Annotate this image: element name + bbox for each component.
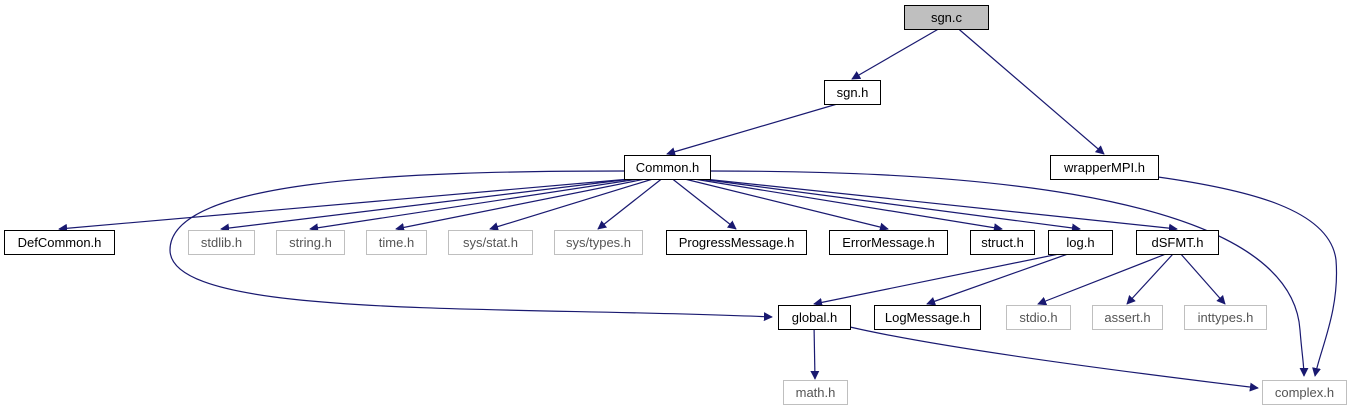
node-stdio-h[interactable]: stdio.h bbox=[1006, 305, 1071, 330]
node-box bbox=[1184, 305, 1267, 330]
node-box bbox=[554, 230, 643, 255]
node-math-h[interactable]: math.h bbox=[783, 380, 848, 405]
edge-common_h-to-struct_h bbox=[693, 178, 1003, 233]
node-box bbox=[824, 80, 881, 105]
node-defcommon-h[interactable]: DefCommon.h bbox=[4, 230, 115, 255]
node-box bbox=[1006, 305, 1071, 330]
node-dsfmt-h[interactable]: dSFMT.h bbox=[1136, 230, 1219, 255]
node-box bbox=[624, 155, 711, 180]
edge-dsfmt_h-to-stdio_h bbox=[1037, 253, 1167, 306]
edge-dsfmt_h-to-inttypes_h bbox=[1180, 253, 1226, 305]
edge-common_h-to-defcommon_h bbox=[58, 178, 631, 233]
edge-common_h-to-dsfmt_h bbox=[703, 178, 1178, 233]
node-box bbox=[874, 305, 981, 330]
node-progress-h[interactable]: ProgressMessage.h bbox=[666, 230, 807, 255]
node-box bbox=[1048, 230, 1113, 255]
node-sys-stat-h[interactable]: sys/stat.h bbox=[448, 230, 533, 255]
node-label: string.h bbox=[289, 235, 332, 250]
node-struct-h[interactable]: struct.h bbox=[970, 230, 1035, 255]
node-sgn-h[interactable]: sgn.h bbox=[824, 80, 881, 105]
node-box bbox=[666, 230, 807, 255]
node-label: LogMessage.h bbox=[885, 310, 970, 325]
edge-common_h-to-global_h bbox=[169, 170, 773, 322]
node-box bbox=[4, 230, 115, 255]
node-label: sgn.h bbox=[837, 85, 869, 100]
node-box bbox=[1136, 230, 1219, 255]
node-label: stdlib.h bbox=[201, 235, 242, 250]
edge-common_h-to-complex_h bbox=[709, 170, 1309, 377]
node-box bbox=[366, 230, 427, 255]
edge-log_h-to-logmessage_h bbox=[926, 253, 1068, 306]
node-box bbox=[276, 230, 345, 255]
node-box bbox=[1262, 380, 1347, 405]
node-box bbox=[448, 230, 533, 255]
node-stdlib-h[interactable]: stdlib.h bbox=[188, 230, 255, 255]
node-label: complex.h bbox=[1275, 385, 1334, 400]
node-label: dSFMT.h bbox=[1151, 235, 1203, 250]
node-sgn-c[interactable]: sgn.c bbox=[904, 5, 989, 30]
node-complex-h[interactable]: complex.h bbox=[1262, 380, 1347, 405]
edge-common_h-to-progress_h bbox=[672, 178, 737, 230]
node-label: sys/stat.h bbox=[463, 235, 518, 250]
node-label: struct.h bbox=[981, 235, 1024, 250]
edge-dsfmt_h-to-assert_h bbox=[1126, 253, 1174, 305]
node-box bbox=[778, 305, 851, 330]
node-string-h[interactable]: string.h bbox=[276, 230, 345, 255]
edge-sgn_c-to-sgn_h bbox=[851, 28, 939, 80]
node-box bbox=[783, 380, 848, 405]
node-label: inttypes.h bbox=[1198, 310, 1254, 325]
node-label: time.h bbox=[379, 235, 414, 250]
node-label: sys/types.h bbox=[566, 235, 631, 250]
edge-common_h-to-string_h bbox=[309, 178, 639, 233]
node-logmessage-h[interactable]: LogMessage.h bbox=[874, 305, 981, 330]
node-box bbox=[829, 230, 948, 255]
edge-common_h-to-sys_types_h bbox=[597, 178, 662, 230]
node-label: DefCommon.h bbox=[18, 235, 102, 250]
node-box bbox=[970, 230, 1035, 255]
node-label: sgn.c bbox=[931, 10, 963, 25]
node-box bbox=[1050, 155, 1159, 180]
edge-global_h-to-math_h bbox=[810, 328, 820, 380]
edge-wrappermpi_h-to-complex_h bbox=[1157, 176, 1338, 377]
node-label: math.h bbox=[796, 385, 836, 400]
edge-common_h-to-time_h bbox=[395, 178, 646, 232]
node-log-h[interactable]: log.h bbox=[1048, 230, 1113, 255]
node-label: ErrorMessage.h bbox=[842, 235, 934, 250]
node-label: log.h bbox=[1066, 235, 1094, 250]
node-label: ProgressMessage.h bbox=[679, 235, 795, 250]
edge-global_h-to-complex_h bbox=[849, 326, 1259, 392]
node-label: stdio.h bbox=[1019, 310, 1057, 325]
node-global-h[interactable]: global.h bbox=[778, 305, 851, 330]
edge-common_h-to-log_h bbox=[699, 178, 1081, 233]
edge-sgn_h-to-common_h bbox=[666, 103, 838, 157]
node-label: assert.h bbox=[1104, 310, 1150, 325]
node-assert-h[interactable]: assert.h bbox=[1092, 305, 1163, 330]
edge-sgn_c-to-wrappermpi_h bbox=[958, 28, 1105, 155]
edge-common_h-to-stdlib_h bbox=[220, 178, 632, 233]
node-sys-types-h[interactable]: sys/types.h bbox=[554, 230, 643, 255]
node-box bbox=[188, 230, 255, 255]
node-error-h[interactable]: ErrorMessage.h bbox=[829, 230, 948, 255]
node-label: wrapperMPI.h bbox=[1063, 160, 1145, 175]
node-common-h[interactable]: Common.h bbox=[624, 155, 711, 180]
node-box bbox=[1092, 305, 1163, 330]
edges-layer bbox=[58, 28, 1338, 392]
node-label: Common.h bbox=[636, 160, 700, 175]
edge-log_h-to-global_h bbox=[813, 253, 1059, 307]
node-wrappermpi-h[interactable]: wrapperMPI.h bbox=[1050, 155, 1159, 180]
edge-common_h-to-sys_stat_h bbox=[489, 178, 654, 231]
node-label: global.h bbox=[792, 310, 838, 325]
edge-common_h-to-error_h bbox=[684, 178, 889, 232]
node-inttypes-h[interactable]: inttypes.h bbox=[1184, 305, 1267, 330]
node-time-h[interactable]: time.h bbox=[366, 230, 427, 255]
node-box bbox=[904, 5, 989, 30]
